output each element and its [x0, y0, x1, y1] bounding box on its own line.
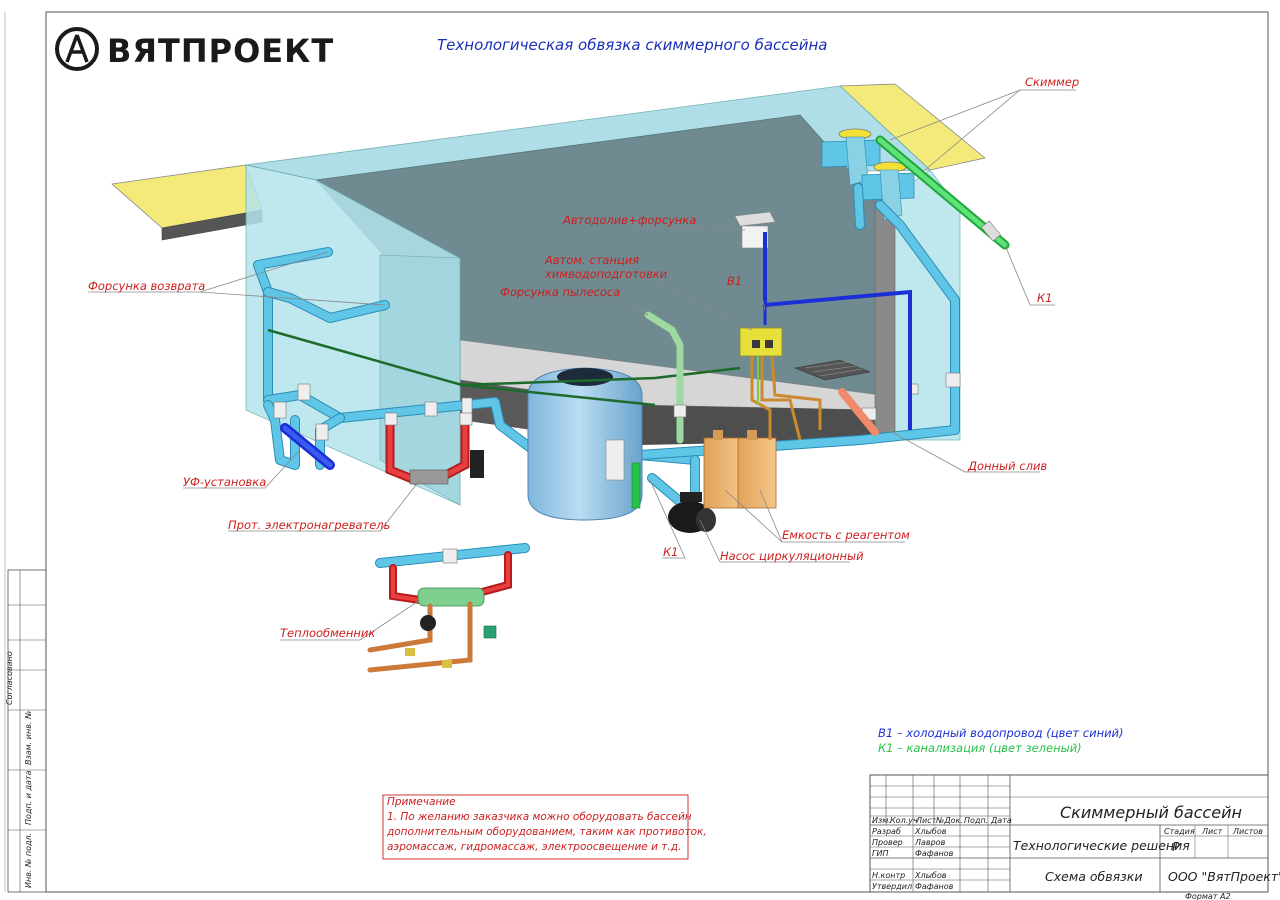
pipe-legend: В1 – холодный водопровод (цвет синий) К1… [878, 726, 1124, 755]
sidebar-agreed: Согласовано [5, 651, 14, 705]
autofill-unit [734, 211, 776, 249]
stamp-r3-role: ГИП [872, 849, 888, 858]
stamp-h-date: Дата [990, 816, 1012, 825]
label-reagent-tank: Емкость с реагентом [782, 528, 910, 542]
label-circ-pump: Насос циркуляционный [720, 549, 864, 563]
note-line-2: дополнительным оборудованием, таким как … [386, 826, 707, 838]
label-uv-unit: УФ-установка [183, 475, 266, 489]
title-block: Изм. Кол.уч Лист №Док. Подп. Дата Разраб… [869, 774, 1280, 893]
label-b1-top: В1 [727, 274, 742, 288]
label-autofill: Автодолив+форсунка [562, 213, 696, 227]
label-bottom-drain: Донный слив [967, 459, 1047, 473]
stamp-section: Технологические решения [1013, 838, 1190, 853]
stamp-sheet-name: Схема обвязки [1045, 869, 1142, 884]
stamp-h-ndoc: №Док. [935, 816, 963, 825]
legend-k1: К1 – канализация (цвет зеленый) [878, 741, 1082, 755]
stamp-stage-val: Р [1172, 839, 1180, 854]
note-heading: Примечание [387, 796, 456, 808]
sheet-frame [45, 11, 1269, 893]
label-vacuum-nozzle: Форсунка пылесоса [500, 285, 620, 299]
stamp-r2-name: Лавров [914, 838, 946, 847]
chem-station [739, 327, 822, 441]
reagent-canisters [703, 430, 777, 509]
sand-filter-tank [527, 367, 643, 521]
heat-exchanger-assembly [367, 543, 530, 673]
heater-pipes [384, 412, 484, 485]
drain-lines [267, 328, 741, 407]
note-line-1: 1. По желанию заказчика можно оборудоват… [387, 811, 692, 823]
label-chem-station-2: химводоподготовки [544, 267, 668, 281]
stamp-r5-role: Утвердил [872, 882, 912, 891]
label-heater: Прот. электронагреватель [228, 518, 390, 532]
label-k1-right: К1 [1037, 291, 1052, 305]
stamp-r5-name: Фафанов [915, 882, 954, 891]
stamp-r4-name: Хлыбов [914, 871, 947, 880]
label-return-nozzle: Форсунка возврата [88, 279, 205, 293]
left-sidebar: Согласовано Взам. инв. № Подп. и дата Ин… [5, 569, 47, 893]
stamp-r4-role: Н.контр [872, 871, 905, 880]
stamp-h-podp: Подп. [964, 816, 988, 825]
label-skimmer: Скиммер [1025, 75, 1079, 89]
callout-labels: Скиммер Автодолив+форсунка Автом. станци… [88, 75, 1079, 640]
stamp-company: ООО "ВятПроект" [1168, 869, 1280, 884]
stamp-format: Формат А2 [1185, 892, 1231, 900]
cold-water-pipe-b1 [763, 232, 912, 430]
stamp-stage-hdr: Стадия [1164, 827, 1195, 836]
sidebar-inv-ref: Взам. инв. № [24, 711, 33, 765]
sidebar-sign-date: Подп. и дата [24, 770, 33, 825]
uv-unit [280, 423, 335, 470]
leader-lines [88, 89, 1076, 641]
vacuum-nozzle-pipe [644, 311, 684, 444]
bottom-drain-pipe [838, 388, 879, 436]
stamp-r1-role: Разраб [872, 827, 901, 836]
note-line-3: аэромассаж, гидромассаж, электроосвещени… [387, 841, 681, 853]
sidebar-inv-orig: Инв. № подл. [24, 833, 33, 888]
logo-brand-text: ВЯТПРОЕКТ [107, 32, 334, 70]
stamp-r1-name: Хлыбов [914, 827, 947, 836]
stamp-r3-name: Фафанов [915, 849, 954, 858]
diagram-title: Технологическая обвязка скиммерного басс… [437, 36, 827, 54]
stamp-sheets-hdr: Листов [1232, 827, 1263, 836]
stamp-h-kol: Кол.уч [890, 816, 918, 825]
label-chem-station-1: Автом. станция [544, 253, 639, 267]
stamp-r2-role: Провер [872, 838, 903, 847]
stamp-h-izm: Изм. [872, 816, 891, 825]
label-k1-bottom: К1 [663, 545, 678, 559]
stamp-h-list: Лист [915, 816, 937, 825]
logo-compass-icon [55, 27, 99, 71]
note-box: Примечание 1. По желанию заказчика можно… [382, 794, 707, 860]
circulation-pump [668, 492, 716, 533]
stamp-project: Скиммерный бассейн [1060, 803, 1242, 822]
legend-b1: В1 – холодный водопровод (цвет синий) [878, 726, 1124, 740]
stamp-sheet-hdr: Лист [1201, 827, 1223, 836]
label-heat-exchanger: Теплообменник [280, 626, 375, 640]
company-logo: ВЯТПРОЕКТ [55, 27, 334, 71]
